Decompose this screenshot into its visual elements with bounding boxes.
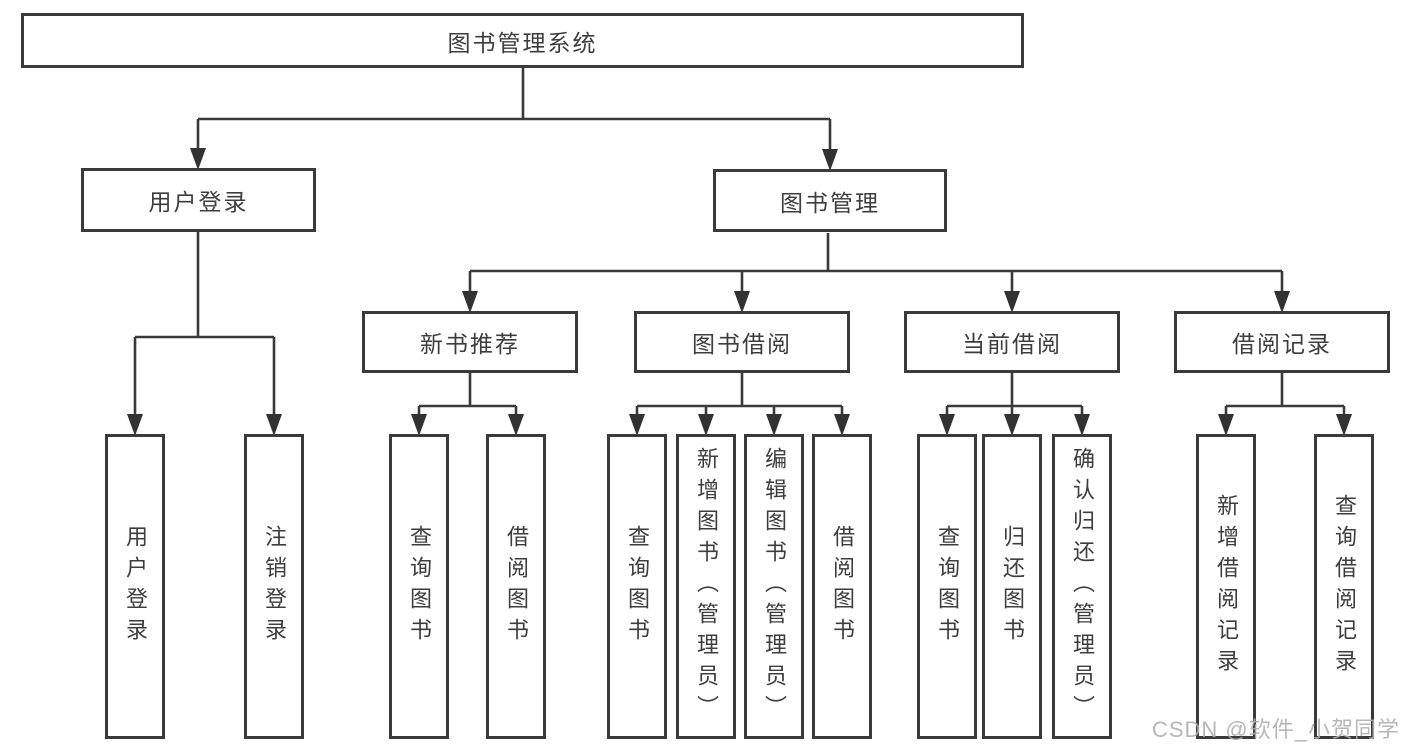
leaf-query-books-recommend: 查询图书 [389,434,449,739]
leaf-label: 借阅图书 [504,524,529,649]
node-label: 图书管理 [780,189,880,216]
leaf-label: 归还图书 [1000,524,1025,649]
leaf-label: 新增图书（管理员） [694,447,719,726]
leaf-add-borrow-record: 新增借阅记录 [1196,434,1256,739]
watermark: CSDN @软件_小贺同学 [1151,717,1400,742]
node-borrow-records: 借阅记录 [1174,311,1390,373]
leaf-label: 编辑图书（管理员） [762,447,787,726]
node-label: 图书借阅 [692,331,792,357]
leaf-label: 用户登录 [123,524,148,649]
arrowhead-icons [127,148,1352,436]
leaf-label: 查询借阅记录 [1332,493,1357,680]
node-label: 借阅记录 [1232,331,1332,357]
leaf-label: 查询图书 [625,524,650,649]
leaf-add-book-admin: 新增图书（管理员） [676,434,736,739]
leaf-query-books-current: 查询图书 [917,434,977,739]
node-current-borrow: 当前借阅 [904,311,1120,373]
leaf-label: 新增借阅记录 [1214,493,1239,680]
node-label: 当前借阅 [962,331,1062,357]
node-label: 新书推荐 [420,331,520,357]
leaf-query-books-borrow: 查询图书 [607,434,667,739]
node-library-management-system: 图书管理系统 [21,13,1024,68]
leaf-query-borrow-record: 查询借阅记录 [1314,434,1374,739]
leaf-label: 确认归还（管理员） [1070,447,1095,726]
node-user-login: 用户登录 [81,168,316,232]
leaf-label: 借阅图书 [830,524,855,649]
leaf-label: 查询图书 [935,524,960,649]
leaf-edit-book-admin: 编辑图书（管理员） [744,434,804,739]
node-label: 用户登录 [148,189,249,215]
leaf-borrow-books: 借阅图书 [812,434,872,739]
leaf-return-book: 归还图书 [982,434,1042,739]
leaf-user-login: 用户登录 [105,434,165,739]
leaf-logout: 注销登录 [244,434,304,739]
node-new-book-recommend: 新书推荐 [362,311,578,373]
leaf-label: 注销登录 [262,524,287,649]
node-label: 图书管理系统 [447,29,598,56]
leaf-borrow-books-recommend: 借阅图书 [486,434,546,739]
leaf-label: 查询图书 [407,524,432,649]
node-book-borrow: 图书借阅 [634,311,850,373]
leaf-confirm-return-admin: 确认归还（管理员） [1052,434,1112,739]
node-book-management: 图书管理 [713,169,947,232]
